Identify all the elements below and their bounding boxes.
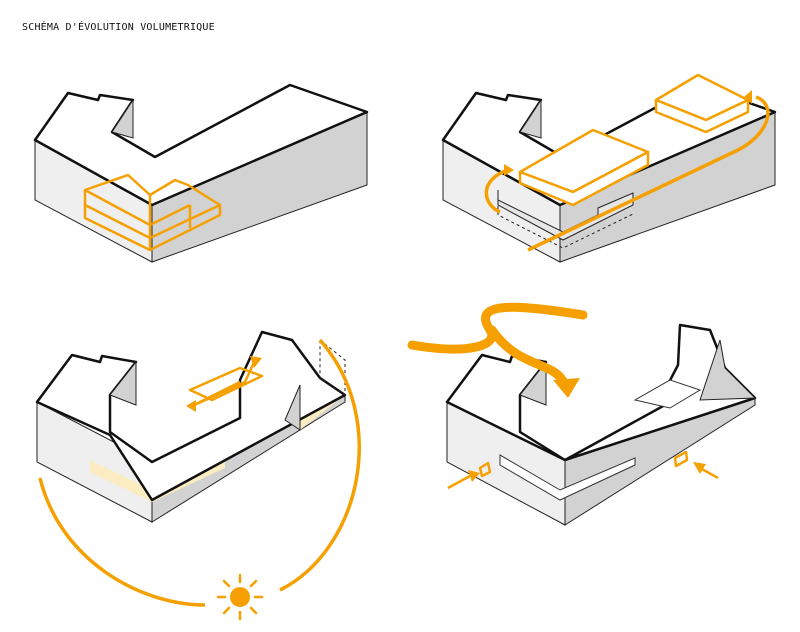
stacked-volumes <box>83 173 222 252</box>
wind-flow-down <box>487 325 570 390</box>
diagram-step-4 <box>445 323 757 526</box>
diagram-step-1 <box>33 83 369 264</box>
wind-arrow-head <box>553 378 580 398</box>
diagram-step-3 <box>35 330 347 523</box>
diagram-step-2 <box>441 73 777 264</box>
sun-path-left <box>38 477 206 607</box>
sun-path-right <box>279 338 361 592</box>
sun-icon <box>216 573 264 621</box>
page-title: SCHÉMA D'ÉVOLUTION VOLUMETRIQUE <box>22 22 215 33</box>
